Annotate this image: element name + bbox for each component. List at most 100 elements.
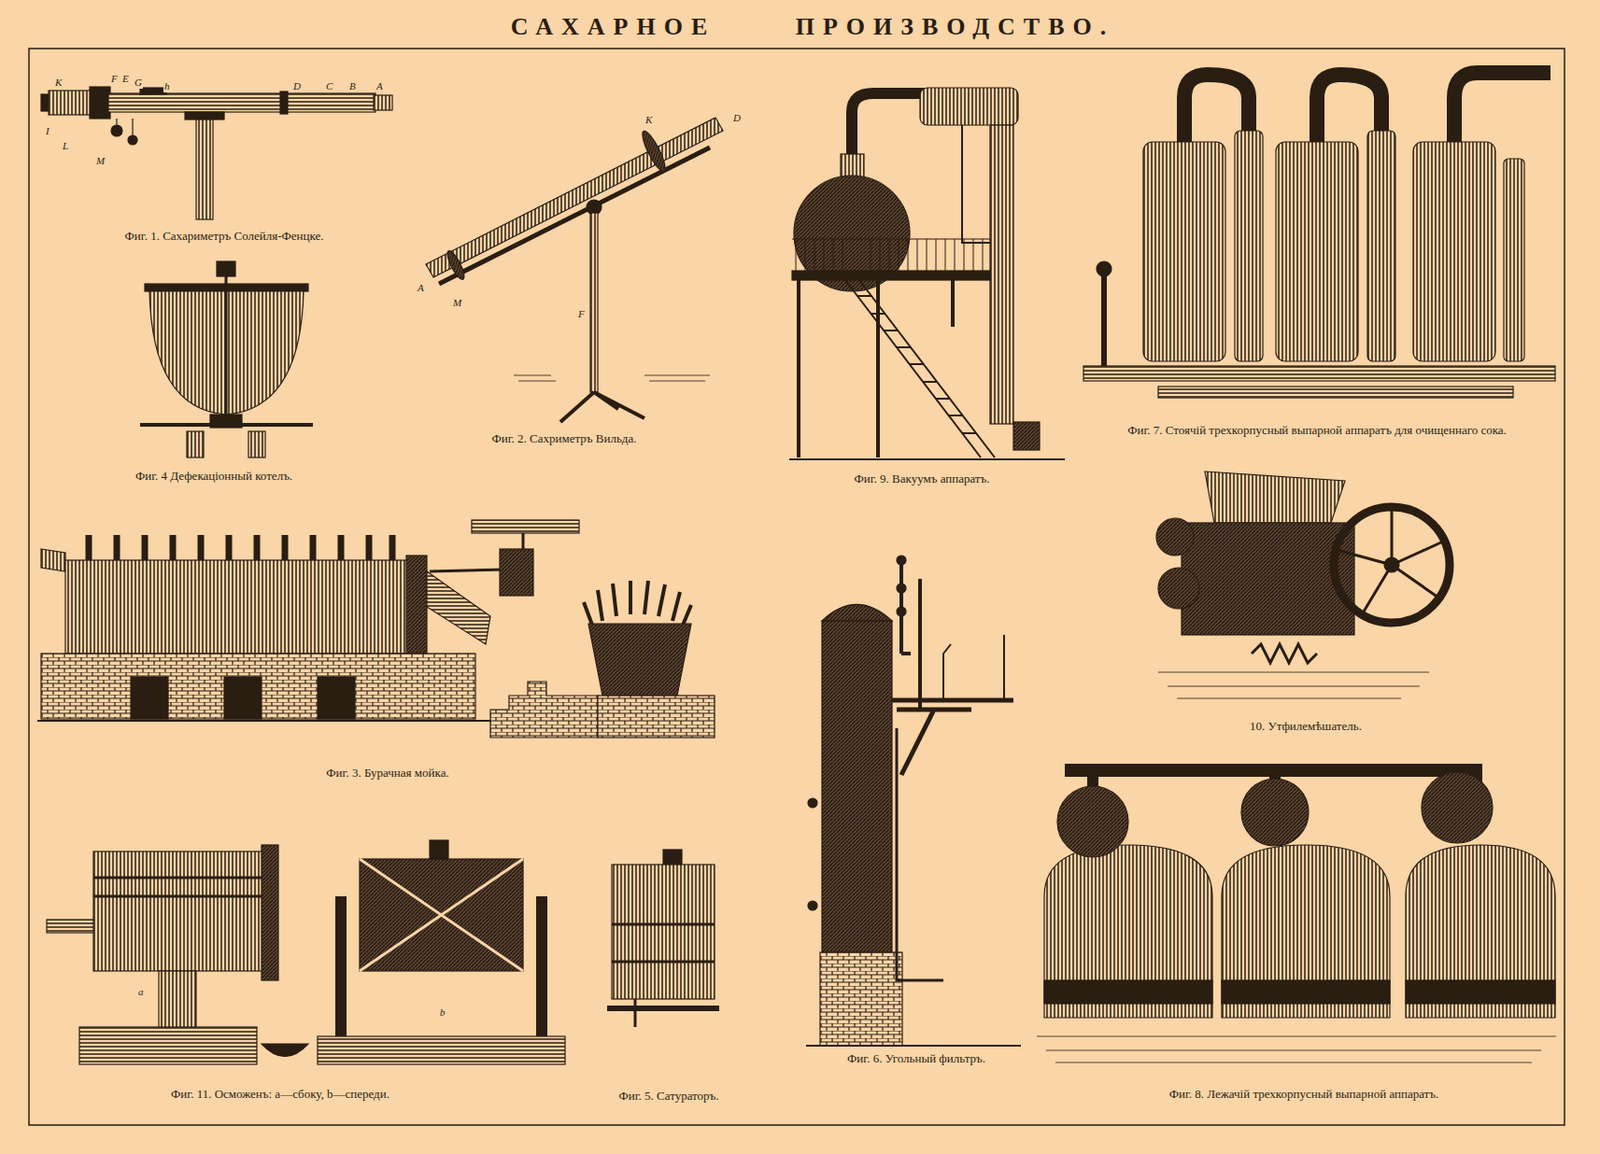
standing-triple-evaporator <box>1083 72 1556 398</box>
beet-washer-stroke <box>406 555 427 654</box>
saccharimeter-wild <box>425 117 723 423</box>
part-letter: M <box>452 297 463 310</box>
saccharimeter-soleil-stroke <box>89 86 111 119</box>
beet-washer-stroke <box>88 535 393 563</box>
view-letter: b <box>438 1006 447 1020</box>
standing-triple-evaporator-stroke <box>1101 272 1107 367</box>
osmogen <box>46 840 566 1065</box>
part-letter: L <box>61 140 70 153</box>
figure-caption: 10. Утфилемѣшатель. <box>1247 720 1364 735</box>
defecation-kettle-stroke <box>248 431 266 458</box>
vacuum-apparatus-stroke <box>1013 422 1040 451</box>
vacuum-apparatus-stroke <box>845 280 995 458</box>
saccharimeter-wild-stroke <box>560 392 645 423</box>
vacuum-apparatus-stroke <box>798 280 953 458</box>
massecuite-mixer-stroke <box>1384 557 1400 573</box>
osmogen-stroke <box>261 845 279 981</box>
vacuum-apparatus-stroke <box>962 125 991 243</box>
charcoal-filter-stroke <box>807 901 818 911</box>
part-letter: D <box>732 112 742 125</box>
part-letter: K <box>54 76 63 89</box>
massecuite-mixer-stroke <box>1158 567 1200 609</box>
charcoal-filter-stroke <box>901 560 921 710</box>
massecuite-mixer <box>1156 471 1450 699</box>
beet-washer-stroke <box>41 653 476 720</box>
figure-caption: Фиг. 9. Вакуумъ аппаратъ. <box>851 472 992 487</box>
vacuum-apparatus <box>789 87 1065 460</box>
plate-title: САХАРНОЕ ПРОИЗВОДСТВО. <box>510 13 1115 42</box>
beet-washer-stroke <box>41 549 66 572</box>
saturator-stroke <box>634 999 638 1028</box>
defecation-kettle-stroke <box>186 431 204 458</box>
beet-washer-stroke <box>588 623 692 696</box>
beet-washer-stroke <box>65 560 421 654</box>
horizontal-triple-evaporator-stroke <box>1044 845 1213 1019</box>
charcoal-filter-stroke <box>820 952 903 1047</box>
figure-caption: Фиг. 3. Бурачная мойка. <box>324 766 451 781</box>
massecuite-mixer-stroke <box>1340 509 1444 612</box>
charcoal-filter <box>806 555 1021 1047</box>
saturator-stroke <box>663 849 682 865</box>
osmogen-stroke <box>359 859 524 972</box>
saccharimeter-soleil-stroke <box>373 95 393 111</box>
standing-triple-evaporator-stroke <box>1083 366 1556 382</box>
horizontal-triple-evaporator-stroke <box>1405 980 1556 1005</box>
horizontal-triple-evaporator-stroke <box>1221 845 1390 1019</box>
charcoal-filter-stroke <box>892 700 1014 776</box>
figure-caption: Фиг. 2. Сахриметръ Вильда. <box>490 432 639 447</box>
defecation-kettle-stroke <box>210 414 242 428</box>
view-letter: a <box>137 986 145 999</box>
beet-washer-stroke <box>426 571 491 645</box>
standing-triple-evaporator-stroke <box>1096 261 1112 277</box>
osmogen-stroke <box>261 1044 309 1058</box>
saccharimeter-soleil-stroke <box>48 90 92 115</box>
charcoal-filter-stroke <box>821 621 893 953</box>
saccharimeter-soleil-stroke <box>111 125 123 137</box>
vacuum-apparatus-stroke <box>792 270 991 281</box>
charcoal-filter-stroke <box>896 583 907 594</box>
osmogen-stroke <box>158 971 197 1030</box>
standing-triple-evaporator-stroke <box>1143 141 1226 362</box>
osmogen-stroke <box>93 877 267 897</box>
beet-washer-stroke <box>583 580 692 628</box>
saccharimeter-wild-stroke <box>513 375 710 382</box>
saccharimeter-soleil-stroke <box>127 135 138 145</box>
massecuite-mixer-stroke <box>1181 523 1355 636</box>
defecation-kettle-stroke <box>225 276 228 423</box>
part-letter: h <box>163 80 171 93</box>
saccharimeter-wild-stroke <box>438 147 710 284</box>
standing-triple-evaporator-stroke <box>1367 130 1396 362</box>
defecation-kettle-stroke <box>216 261 236 277</box>
massecuite-mixer-stroke <box>1156 518 1194 556</box>
figure-caption: Фиг. 8. Лежачій трехкорпусный выпарной а… <box>1167 1088 1442 1103</box>
saccharimeter-soleil-stroke <box>140 87 167 95</box>
vacuum-apparatus-stroke <box>990 125 1014 425</box>
charcoal-filter-stroke <box>896 728 944 981</box>
massecuite-mixer-stroke <box>1158 672 1430 699</box>
saccharimeter-soleil <box>41 86 393 220</box>
saturator <box>607 849 720 1028</box>
part-letter: A <box>416 282 425 295</box>
vacuum-apparatus-stroke <box>920 87 1019 126</box>
massecuite-mixer-stroke <box>1251 644 1317 664</box>
beet-washer-stroke <box>130 677 169 720</box>
saturator-stroke <box>607 1005 720 1012</box>
saccharimeter-wild-stroke <box>638 128 669 174</box>
beet-washer-stroke <box>471 520 580 534</box>
beet-washer <box>37 520 715 738</box>
saccharimeter-soleil-stroke <box>108 93 376 113</box>
horizontal-triple-evaporator-stroke <box>1036 1036 1557 1063</box>
beet-washer-stroke <box>597 695 715 738</box>
osmogen-stroke <box>359 859 524 972</box>
saturator-stroke <box>611 924 715 963</box>
massecuite-mixer-stroke <box>1204 471 1346 524</box>
standing-triple-evaporator-stroke <box>1413 141 1496 362</box>
horizontal-triple-evaporator <box>1036 770 1557 1063</box>
horizontal-triple-evaporator-stroke <box>1044 980 1213 1005</box>
saccharimeter-soleil-stroke <box>280 91 288 114</box>
osmogen-stroke <box>429 840 449 860</box>
saccharimeter-soleil-stroke <box>196 119 213 220</box>
beet-washer-stroke <box>490 681 598 738</box>
part-letter: F <box>110 72 119 85</box>
